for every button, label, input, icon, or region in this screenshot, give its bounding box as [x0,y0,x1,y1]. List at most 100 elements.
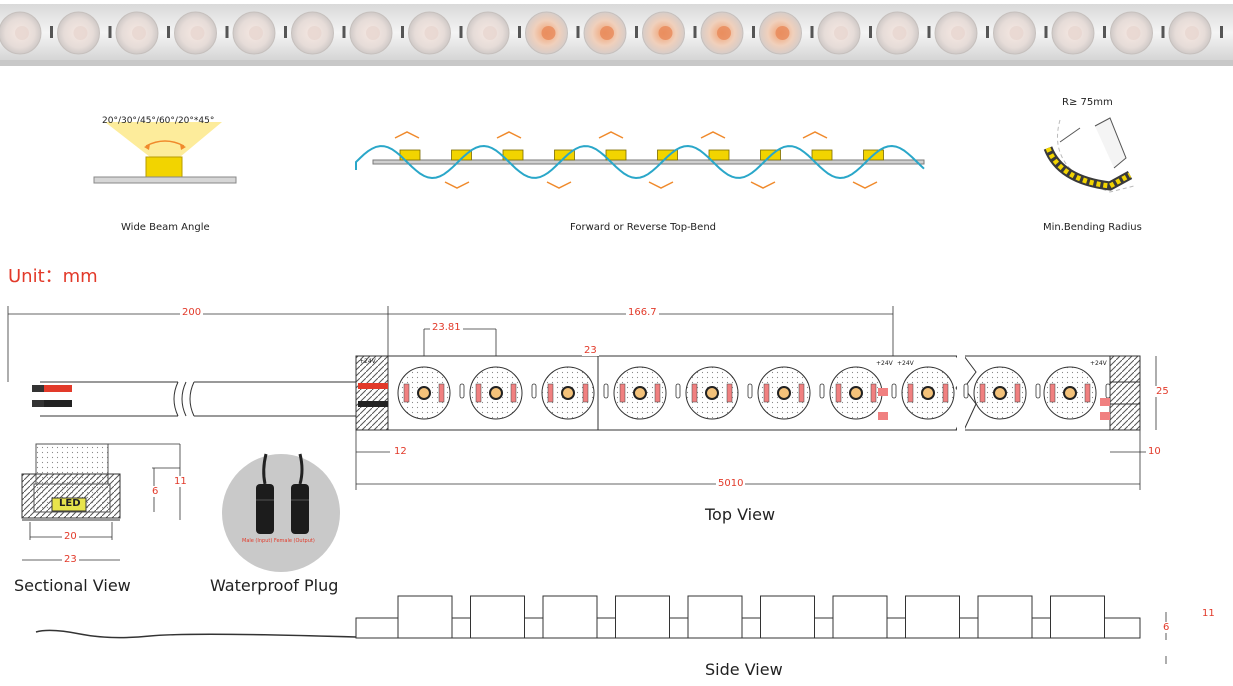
bend-arrow [750,181,776,189]
bend-led [605,149,627,161]
strip-lens [466,11,521,55]
polarity-plus24-c: +24V [897,360,914,367]
side-view-block [977,595,1033,639]
bend-led [554,149,575,161]
bend-led [760,149,781,161]
section-led-label: LED [59,498,81,509]
strip-lens [759,11,814,55]
polarity-plus24-d: +24V [1090,360,1107,367]
bend-led [451,149,472,161]
strip-lens [817,11,872,55]
side-view-block [687,595,743,639]
bend-led [708,149,730,161]
side-view-block [397,595,453,639]
bend-arrow [700,131,726,139]
bend-arrow [598,131,624,139]
dim-total-length: 5010 [716,478,746,489]
bend-arrow [546,181,572,189]
strip-lens [174,11,229,55]
solder-pad [878,412,888,420]
strip-lens [232,11,287,55]
strip-lens [876,11,931,55]
beam-angles-label: 20°/30°/45°/60°/20°*45° [102,116,215,126]
strip-lens [525,11,580,55]
bend-arrow [444,181,470,189]
dim-segment: 23 [582,345,599,356]
min-bending-caption: Min.Bending Radius [1043,222,1142,233]
top-view-led [541,366,609,420]
top-bend-caption: Forward or Reverse Top-Bend [570,222,717,233]
dim-side-height: 11 [1200,608,1217,619]
strip-lens [1110,11,1165,55]
top-view-caption: Top View [705,505,776,524]
strip-lens [115,11,170,55]
top-view-led [973,366,1041,420]
bend-arrow [802,131,828,139]
dim-section-height: 11 [172,476,189,487]
dim-side-inner: 6 [1161,622,1172,633]
strip-lens [291,11,346,55]
top-view-led [685,366,753,420]
side-view-block [832,595,888,639]
bend-arrow [394,131,420,139]
dim-cable-length: 200 [180,307,204,318]
bend-led [502,149,524,161]
top-view-led [757,366,825,420]
top-view-led [397,366,465,420]
bend-led [811,149,833,161]
bend-led [399,149,421,161]
wide-beam-caption: Wide Beam Angle [121,222,210,233]
bend-arrow [648,181,674,189]
strip-lens [408,11,463,55]
side-view-block [905,595,960,639]
dim-pitch-long: 166.7 [626,307,659,318]
side-view-block [615,595,670,639]
bend-led [657,149,678,161]
side-view-caption: Side View [705,660,783,679]
strip-lens [642,11,697,55]
bend-arrow [496,131,522,139]
strip-lens [349,11,404,55]
top-view-led [1043,366,1111,420]
bend-arrow [852,181,878,189]
top-view-led [613,366,681,420]
polarity-plus24-b: +24V [876,360,893,367]
strip-lens [934,11,989,55]
top-view-led [901,366,969,420]
dim-section-inner-width: 20 [62,531,79,542]
dim-section-outer-width: 23 [62,554,79,565]
solder-pad [1100,398,1110,406]
side-view-block [760,595,815,639]
plug-labels: Male (Input) Female (Output) [242,538,315,544]
sectional-view-caption: Sectional View [14,576,131,595]
top-view-led [469,366,537,420]
solder-pad [1100,412,1110,420]
strip-lens [993,11,1048,55]
strip-lens [57,11,112,55]
solder-pad [878,388,888,396]
side-view-block [542,595,598,639]
waterproof-plug-caption: Waterproof Plug [210,576,339,595]
strip-lens [1051,11,1106,55]
unit-label: Unit：mm [8,266,98,287]
dim-led-pitch: 23.81 [430,322,463,333]
radius-label: R≥ 75mm [1062,97,1113,108]
side-view-block [470,595,525,639]
dim-end-right: 10 [1146,446,1163,457]
led-strip-photo [0,4,1233,66]
strip-lens [700,11,755,55]
dim-width: 25 [1154,386,1171,397]
side-view-block [1050,595,1105,639]
strip-lens [1168,11,1223,55]
polarity-plus24-a: +24V [359,358,376,365]
top-view-led [829,366,897,420]
dim-end-left: 12 [392,446,409,457]
bend-led [863,149,884,161]
strip-lens [0,11,53,55]
dim-section-inner: 6 [150,486,161,497]
strip-lens [583,11,638,55]
